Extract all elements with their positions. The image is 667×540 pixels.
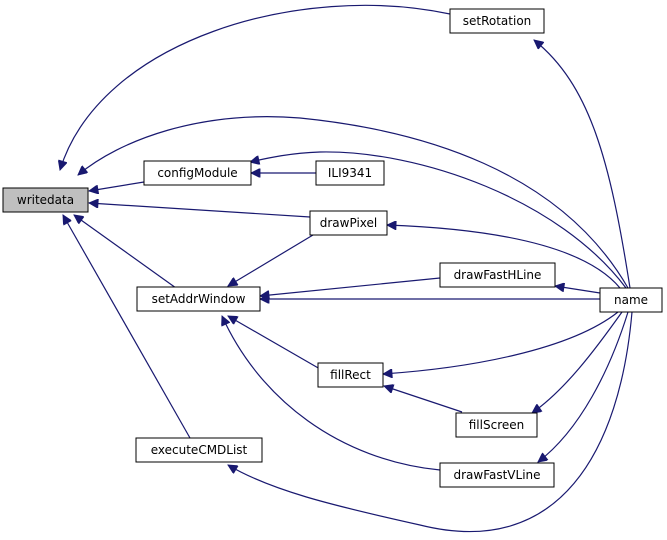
edge-name-writedata [78, 116, 629, 289]
node-drawpixel[interactable]: drawPixel [309, 210, 388, 236]
edge-fillscreen-fillrect [384, 386, 463, 413]
edge-executecmdlist-writedata [62, 215, 191, 439]
edge-name-executecmdlist [228, 311, 633, 533]
node-configmodule-label: configModule [157, 166, 237, 180]
edge-setaddrwindow-writedata [74, 215, 177, 289]
node-setaddrwindow[interactable]: setAddrWindow [136, 286, 261, 312]
node-fillscreen[interactable]: fillScreen [455, 412, 538, 438]
node-drawpixel-label: drawPixel [320, 216, 377, 230]
node-ili9341[interactable]: ILI9341 [315, 160, 385, 186]
edge-setrotation-writedata [60, 4, 451, 170]
edge-name-configmodule [250, 151, 627, 289]
node-drawfasthline-label: drawFastHLine [454, 268, 542, 282]
edge-fillrect-setaddrwindow [228, 315, 321, 370]
node-writedata[interactable]: writedata [2, 187, 89, 213]
node-setrotation-label: setRotation [463, 14, 532, 28]
node-fillrect-label: fillRect [330, 368, 371, 382]
node-writedata-label: writedata [17, 193, 74, 207]
edge-name-fillrect [383, 311, 619, 374]
node-drawfastvline-label: drawFastVLine [453, 468, 540, 482]
edge-drawfasthline-setaddrwindow [260, 277, 441, 296]
edge-drawpixel-writedata [89, 203, 311, 218]
edge-name-drawfastvline [538, 311, 629, 462]
edge-name-drawfasthline [555, 286, 601, 294]
edge-drawpixel-setaddrwindow [228, 231, 319, 286]
edge-name-setrotation [534, 40, 631, 289]
edge-name-drawpixel [387, 225, 621, 289]
node-drawfasthline[interactable]: drawFastHLine [439, 262, 556, 288]
node-drawfastvline[interactable]: drawFastVLine [439, 462, 555, 488]
edge-configmodule-writedata [89, 181, 145, 191]
node-name[interactable]: name [599, 287, 663, 313]
node-ili9341-label: ILI9341 [328, 166, 372, 180]
node-fillscreen-label: fillScreen [469, 418, 524, 432]
node-setaddrwindow-label: setAddrWindow [152, 292, 246, 306]
node-executecmdlist-label: executeCMDList [151, 443, 248, 457]
node-executecmdlist[interactable]: executeCMDList [135, 437, 263, 463]
node-fillrect[interactable]: fillRect [317, 362, 384, 388]
edge-name-fillscreen [532, 311, 623, 413]
node-configmodule[interactable]: configModule [143, 160, 252, 186]
node-name-label: name [614, 293, 648, 307]
edge-drawfastvline-setaddrwindow [222, 316, 441, 471]
node-setrotation[interactable]: setRotation [449, 8, 545, 34]
